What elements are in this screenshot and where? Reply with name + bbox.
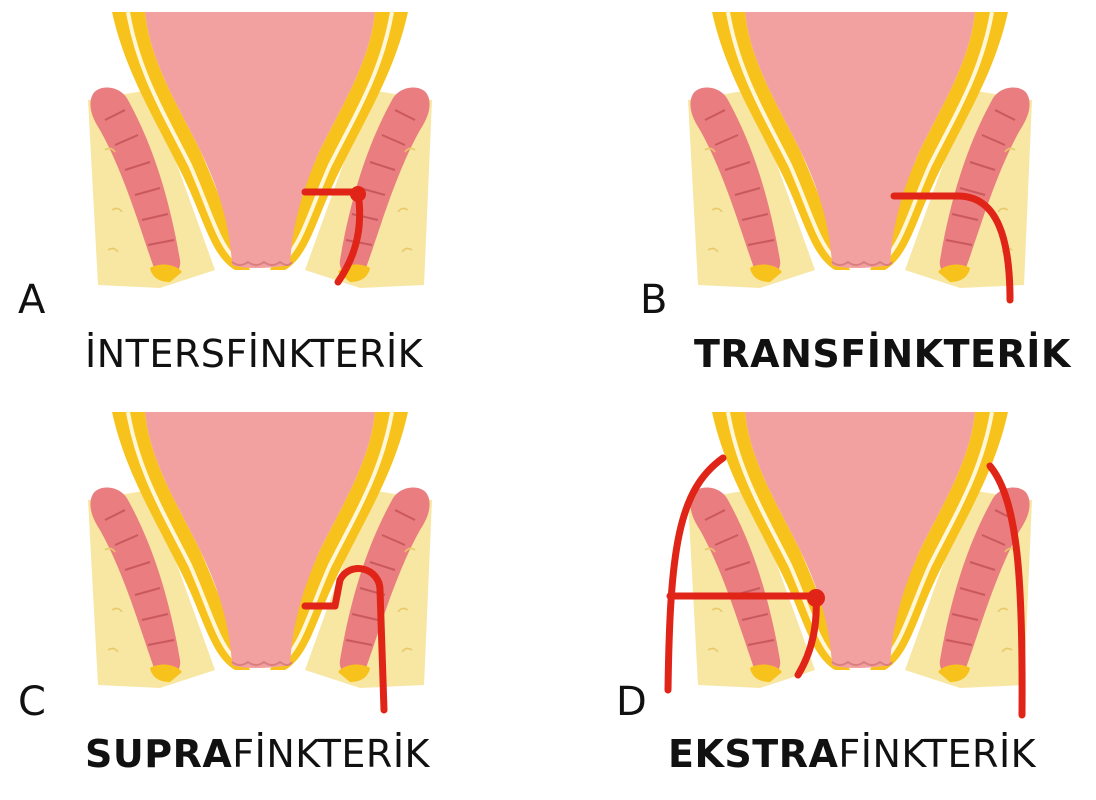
panel-letter: B xyxy=(640,277,668,323)
intersphincteric-diagram xyxy=(86,10,434,290)
extrasphincteric-diagram xyxy=(664,410,1034,719)
panel-extrasphincteric: D EKSTRAFİNKTERİK xyxy=(548,400,1096,800)
panel-letter: A xyxy=(18,277,46,323)
transsphincteric-diagram xyxy=(686,10,1034,304)
panel-intersphincteric: A İNTERSFİNKTERİK xyxy=(0,0,548,400)
panel-suprasphincteric: C SUPRAFİNKTERİK xyxy=(0,400,548,800)
panel-label: İNTERSFİNKTERİK xyxy=(85,332,424,376)
panel-label: SUPRAFİNKTERİK xyxy=(85,732,430,776)
fistula-tract xyxy=(301,565,388,714)
panel-transsphincteric: B TRANSFİNKTERİK xyxy=(548,0,1096,400)
suprasphincteric-diagram xyxy=(86,410,434,714)
panel-label: EKSTRAFİNKTERİK xyxy=(668,732,1037,776)
panel-letter: C xyxy=(18,679,46,725)
fistula-tract xyxy=(890,192,1014,304)
panel-label: TRANSFİNKTERİK xyxy=(694,332,1071,376)
panel-letter: D xyxy=(616,679,647,725)
